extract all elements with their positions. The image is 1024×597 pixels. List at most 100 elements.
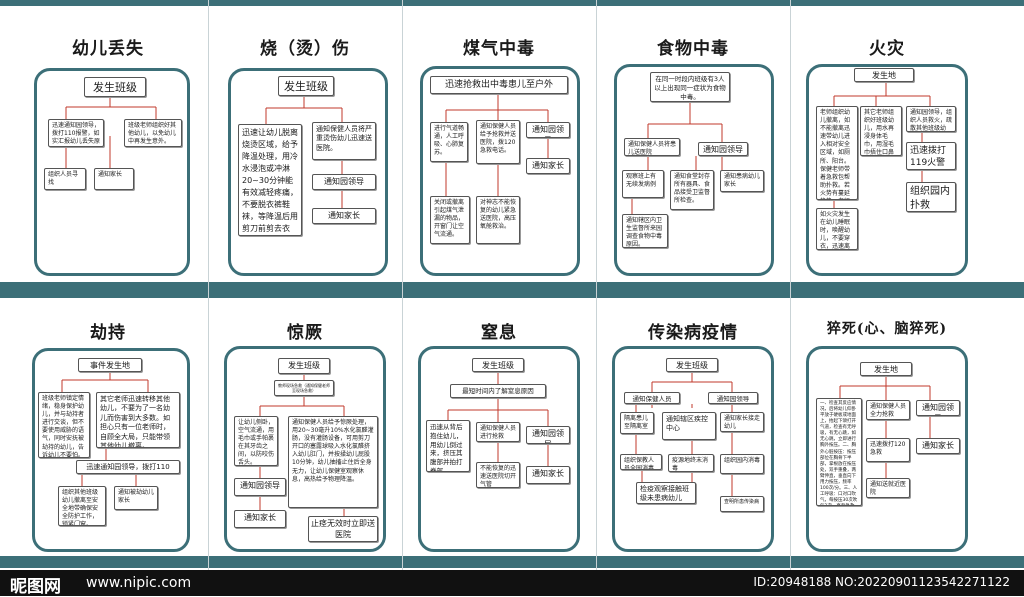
arrows: [259, 374, 345, 516]
site-logo: 昵图网: [10, 577, 61, 597]
treatment-box: 通知保健人员给予惊厥处理，用20~30毫升10%水化氯醛灌肠，没有灌肠设备，可用…: [288, 416, 378, 508]
root-box: 事件发生地: [78, 358, 142, 372]
panel-epidemic: 传染病疫情 发生班级 通知保健人员 通知园领导 隔离患儿至隔离室 通知辖区疾控中…: [596, 300, 790, 556]
notify-health-box: 通知保健人员: [624, 392, 680, 404]
root-box: 发生班级: [84, 77, 146, 97]
notify-leader-box: 通知园领导: [312, 174, 376, 190]
bottom-band: [0, 556, 1024, 568]
call-120-box: 迅速拨打120急救: [866, 438, 910, 462]
arrows: [65, 97, 157, 168]
observe-box: 观察班上有无续发病例: [622, 170, 664, 198]
hospital-box: 止痉无效时立即送医院: [308, 516, 378, 542]
panel-title: 食物中毒: [657, 39, 729, 59]
arrows: [445, 94, 549, 196]
notify-parents-box: 通知被劫幼儿家长: [114, 486, 158, 510]
investigate-box: 通知辖区内卫生监督所来园调查食物中毒原因。: [622, 214, 668, 248]
panel-child-lost: 幼儿丢失 发生班级 迅速通知园领导，拨打110报警，如实汇报幼儿丢失原因。 班级…: [14, 10, 202, 280]
panel-food-poisoning: 食物中毒 在同一时段内班级有3人以上出现同一症状为食物中毒。 通知保健人员将患儿…: [596, 10, 790, 280]
heimlich-box: 迅速从背后抱住幼儿，用幼儿倒过来，挤压其腹部并拍打脊部。: [426, 420, 470, 472]
isolate-box: 隔离患儿至隔离室: [620, 412, 654, 434]
arrows: [447, 372, 549, 466]
panel-fire: 火灾 发生地 老师组织幼儿撤离，如不能撤离迅速带幼儿进入相对安全区域，如厕所、阳…: [790, 10, 984, 280]
onsite-aid-box: 教师现场急救（通知保健老师至现场急救）: [274, 380, 334, 396]
notify-leader-box: 通知园领导: [234, 478, 286, 496]
image-id: ID:20948188 NO:20220901123542271122: [753, 575, 1010, 589]
disinfect-box: 组织园内消毒: [720, 454, 764, 474]
notify-parents-box: 通知家长: [94, 168, 134, 190]
panel-frame: [612, 346, 774, 552]
call-119-box: 迅速拨打119火警话: [906, 142, 956, 170]
pickup-box: 通知家长接走幼儿: [720, 412, 764, 432]
airway-box: 进行气道畅通，人工呼吸、心肺复苏。: [430, 122, 468, 162]
cpr-box: 一、检查其反应情况，后将幼儿仰卧平放于硬板或地面上，抬起下颌打开气道，检查有无呼…: [816, 398, 862, 506]
notify-leader-box: 通知园领导: [526, 426, 570, 444]
arrows: [839, 376, 931, 478]
arrows: [631, 102, 723, 214]
notify-parents-box: 通知患病幼儿家长: [720, 170, 764, 192]
panel-suffocation: 窒息 发生班级 最短时间内了解窒息原因 迅速从背后抱住幼儿，用幼儿倒过来，挤压其…: [402, 300, 596, 556]
evacuate-box: 老师组织幼儿撤离，如不能撤离迅速带幼儿进入相对安全区域，如厕所、阳台。保健老师带…: [816, 106, 858, 200]
panel-title: 惊厥: [287, 323, 323, 343]
transfer-box: 其它老师迅速转移其他幼儿，不要为了一名幼儿而伤害到大多数。如担心只有一位老师时，…: [96, 392, 180, 448]
cdc-box: 通知辖区疾控中心: [662, 412, 716, 440]
firefight-box: 组织园内扑救: [906, 182, 956, 212]
panel-title: 劫持: [90, 323, 126, 343]
divider: [790, 0, 791, 570]
panel-sudden-death: 猝死(心、脑猝死) 发生地 一、检查其反应情况，后将幼儿仰卧平放于硬板或地面上，…: [790, 300, 984, 556]
definition-box: 在同一时段内班级有3人以上出现同一症状为食物中毒。: [650, 72, 730, 102]
panel-hijack: 劫持 事件发生地 班级老师镇定情绪，稳身保护幼儿，并与劫持者进行交谈，但不要使用…: [14, 300, 202, 556]
notify-box: 通知园领导，组织人员救火，疏散其他班级幼儿。: [906, 106, 956, 132]
panel-title: 窒息: [481, 323, 517, 343]
root-box: 发生班级: [666, 358, 718, 372]
panel-title: 幼儿丢失: [72, 39, 144, 59]
calm-box: 班级老师镇定情绪，稳身保护幼儿，并与劫持者进行交谈，但不要使用威胁的语气，同时安…: [38, 392, 90, 458]
report-box: 迅速通知园领导，拨打110报警，如实汇报幼儿丢失原因。: [48, 119, 104, 147]
divider: [402, 0, 403, 570]
arrows: [265, 96, 343, 208]
call-110-box: 迅速通知园领导，拨打110: [76, 460, 180, 474]
organize-box: 班级老师组织好其他幼儿，以免幼儿中再发生意外。: [124, 119, 182, 147]
send-hospital-box: 通知保健人员将严重烫伤幼儿迅速送医院。: [312, 122, 376, 160]
sleep-box: 如火灾发生在幼儿睡眠时，唤醒幼儿，不要穿衣，迅速离开。: [816, 208, 858, 250]
hyperbaric-box: 对神志不能恢复的幼儿紧急送医院，高压氧舱救治。: [476, 196, 520, 244]
tracheotomy-box: 不能恢复的迅速送医院切开气管: [476, 462, 520, 488]
notify-parents-box: 通知家长: [526, 158, 570, 174]
panel-convulsion: 惊厥 发生班级 教师现场急救（通知保健老师至现场急救） 让幼儿侧卧，空气流通，用…: [208, 300, 402, 556]
notify-leader-box: 通知园领导: [698, 142, 748, 156]
notify-parents-box: 通知家长: [526, 466, 570, 484]
panel-gas-poisoning: 煤气中毒 迅速抢救出中毒患儿至户外 进行气道畅通，人工呼吸、心肺复苏。 通知保健…: [402, 10, 596, 280]
divider: [596, 0, 597, 570]
quarantine-box: 检疫观察接触班级未患病幼儿: [636, 482, 696, 504]
middle-band: [0, 282, 1024, 298]
arrows: [61, 372, 149, 486]
find-cause-box: 最短时间内了解窒息原因: [450, 384, 546, 398]
cooling-box: 迅速让幼儿脱离烧烫区域，给予降温处理，用冷水浸泡或冲淋20~30分钟能有效减轻疼…: [238, 124, 302, 236]
panel-title: 火灾: [869, 39, 905, 59]
watermark-footer: [0, 570, 1024, 596]
notify-parents-box: 通知家长: [312, 208, 376, 224]
panel-burn: 烧（烫）伤 发生班级 迅速让幼儿脱离烧烫区域，给予降温处理，用冷水浸泡或冲淋20…: [208, 10, 402, 280]
rescue-box: 通知保健人员进行抢救: [476, 422, 520, 442]
notify-leader-box: 通知园领导: [916, 400, 960, 416]
seal-box: 通知食堂封存所有器具、食品接受卫监督所检查。: [670, 170, 714, 210]
notify-leader-box: 通知园领导: [708, 392, 758, 404]
side-lying-box: 让幼儿侧卧，空气流通，用毛巾或手帕裹在其牙齿之间，以防咬伤舌头。: [234, 416, 278, 466]
arrows: [833, 82, 931, 208]
notify-leader-box: 通知园领导: [526, 122, 570, 138]
notify-parents-box: 通知家长: [234, 510, 286, 528]
first-aid-box: 通知保健人员给予抢救并送医院，拨120急救电话。: [476, 120, 520, 164]
divider: [208, 0, 209, 570]
send-hospital-box: 通知保健人员将患儿送医院: [624, 138, 680, 156]
site-url: www.nipic.com: [86, 575, 192, 591]
root-box: 发生班级: [472, 358, 524, 372]
panel-title: 烧（烫）伤: [260, 39, 350, 59]
protect-box: 其它老师组织好班级幼儿，用水再浸身体毛巾，用湿毛巾捂住口鼻弯腰，保护好其他幼儿。: [860, 106, 902, 156]
terminal-disinfect-box: 疫源地终末消毒: [668, 454, 714, 472]
root-box: 发生班级: [278, 76, 334, 96]
root-box: 发生班级: [278, 358, 330, 374]
root-box: 发生地: [860, 362, 912, 376]
disinfect-all-box: 组织保教人员全园消毒: [620, 454, 662, 470]
rescue-outdoors-box: 迅速抢救出中毒患儿至户外: [430, 76, 568, 94]
nearest-hospital-box: 通知送就近医院: [866, 478, 910, 498]
identify-box: 查明所患传染病: [720, 496, 764, 512]
